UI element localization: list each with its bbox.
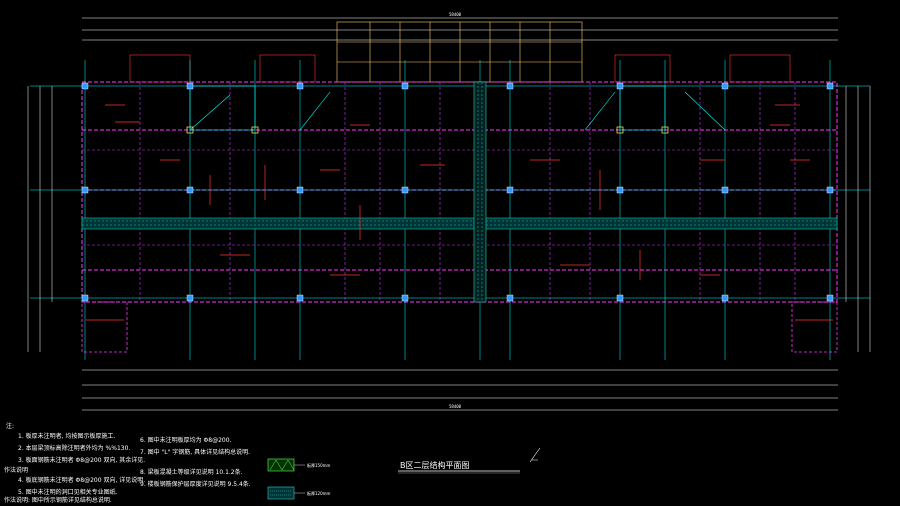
- svg-text:5. 图中未注明的洞口见相关专业图纸.: 5. 图中未注明的洞口见相关专业图纸.: [18, 488, 118, 496]
- overall-dimension-top: 58400: [449, 12, 462, 17]
- svg-text:板厚150mm: 板厚150mm: [307, 462, 331, 468]
- notes-heading: 注:: [6, 422, 14, 430]
- drawing-title: B区二层结构平面图: [400, 460, 470, 470]
- svg-text:4. 板底钢筋未注明者 Φ8@200 双向, 详见说明.: 4. 板底钢筋未注明者 Φ8@200 双向, 详见说明.: [18, 476, 145, 484]
- rebar-marks: [105, 104, 810, 280]
- svg-text:作法说明: 图中所示钢筋详见结构总说明.: 作法说明: 图中所示钢筋详见结构总说明.: [4, 496, 112, 504]
- top-grid-box: [336, 21, 583, 83]
- side-dimension-lines: [27, 86, 871, 352]
- columns: [81, 82, 834, 302]
- overall-dimension-bottom: 58400: [449, 404, 462, 409]
- drawing-title-block: B区二层结构平面图: [398, 447, 541, 474]
- svg-text:6. 图中未注明板厚均为 Φ8@200.: 6. 图中未注明板厚均为 Φ8@200.: [140, 436, 232, 444]
- svg-text:7. 图中 "L" 字钢筋, 具体详见结构总说明.: 7. 图中 "L" 字钢筋, 具体详见结构总说明.: [140, 448, 250, 456]
- hatched-band-horizontal: [81, 217, 838, 230]
- svg-text:板厚120mm: 板厚120mm: [307, 490, 331, 496]
- svg-text:3. 板面钢筋未注明者 Φ8@200 双向, 其余详见.: 3. 板面钢筋未注明者 Φ8@200 双向, 其余详见.: [18, 456, 145, 464]
- svg-text:2. 本层梁顶标高除注明者外均为 %%130.: 2. 本层梁顶标高除注明者外均为 %%130.: [18, 444, 130, 452]
- legend-item-2: 板厚120mm: [267, 486, 331, 500]
- svg-text:1. 板厚未注明者, 均按图示板厚施工.: 1. 板厚未注明者, 均按图示板厚施工.: [18, 432, 115, 440]
- north-arrow-icon: [529, 447, 541, 463]
- yellow-columns: [186, 126, 669, 134]
- svg-text:8. 梁板混凝土等级详见说明 10.1.2条.: 8. 梁板混凝土等级详见说明 10.1.2条.: [140, 468, 243, 476]
- notes-side: 作法说明 作法说明: 图中所示钢筋详见结构总说明.: [4, 466, 112, 504]
- legend-hatch-swatch: [267, 458, 295, 472]
- bottom-bays: [81, 301, 838, 353]
- svg-text:作法说明: 作法说明: [4, 466, 28, 474]
- legend-item-1: 板厚150mm: [267, 458, 331, 472]
- horizontal-axes: [30, 85, 870, 299]
- notes-right: 6. 图中未注明板厚均为 Φ8@200. 7. 图中 "L" 字钢筋, 具体详见…: [140, 436, 251, 488]
- notes-left: 1. 板厚未注明者, 均按图示板厚施工. 2. 本层梁顶标高除注明者外均为 %%…: [18, 432, 145, 496]
- legend-dot-swatch: [267, 486, 295, 500]
- opening-diagonals: [189, 85, 726, 131]
- hatched-band-vertical: [473, 81, 487, 303]
- interior-slab-lines: [82, 82, 837, 302]
- svg-text:9. 楼板钢筋保护层厚度详见说明 9.5.4条.: 9. 楼板钢筋保护层厚度详见说明 9.5.4条.: [140, 480, 251, 488]
- bottom-dimension-lines: [82, 369, 838, 411]
- vertical-axes: [84, 60, 831, 360]
